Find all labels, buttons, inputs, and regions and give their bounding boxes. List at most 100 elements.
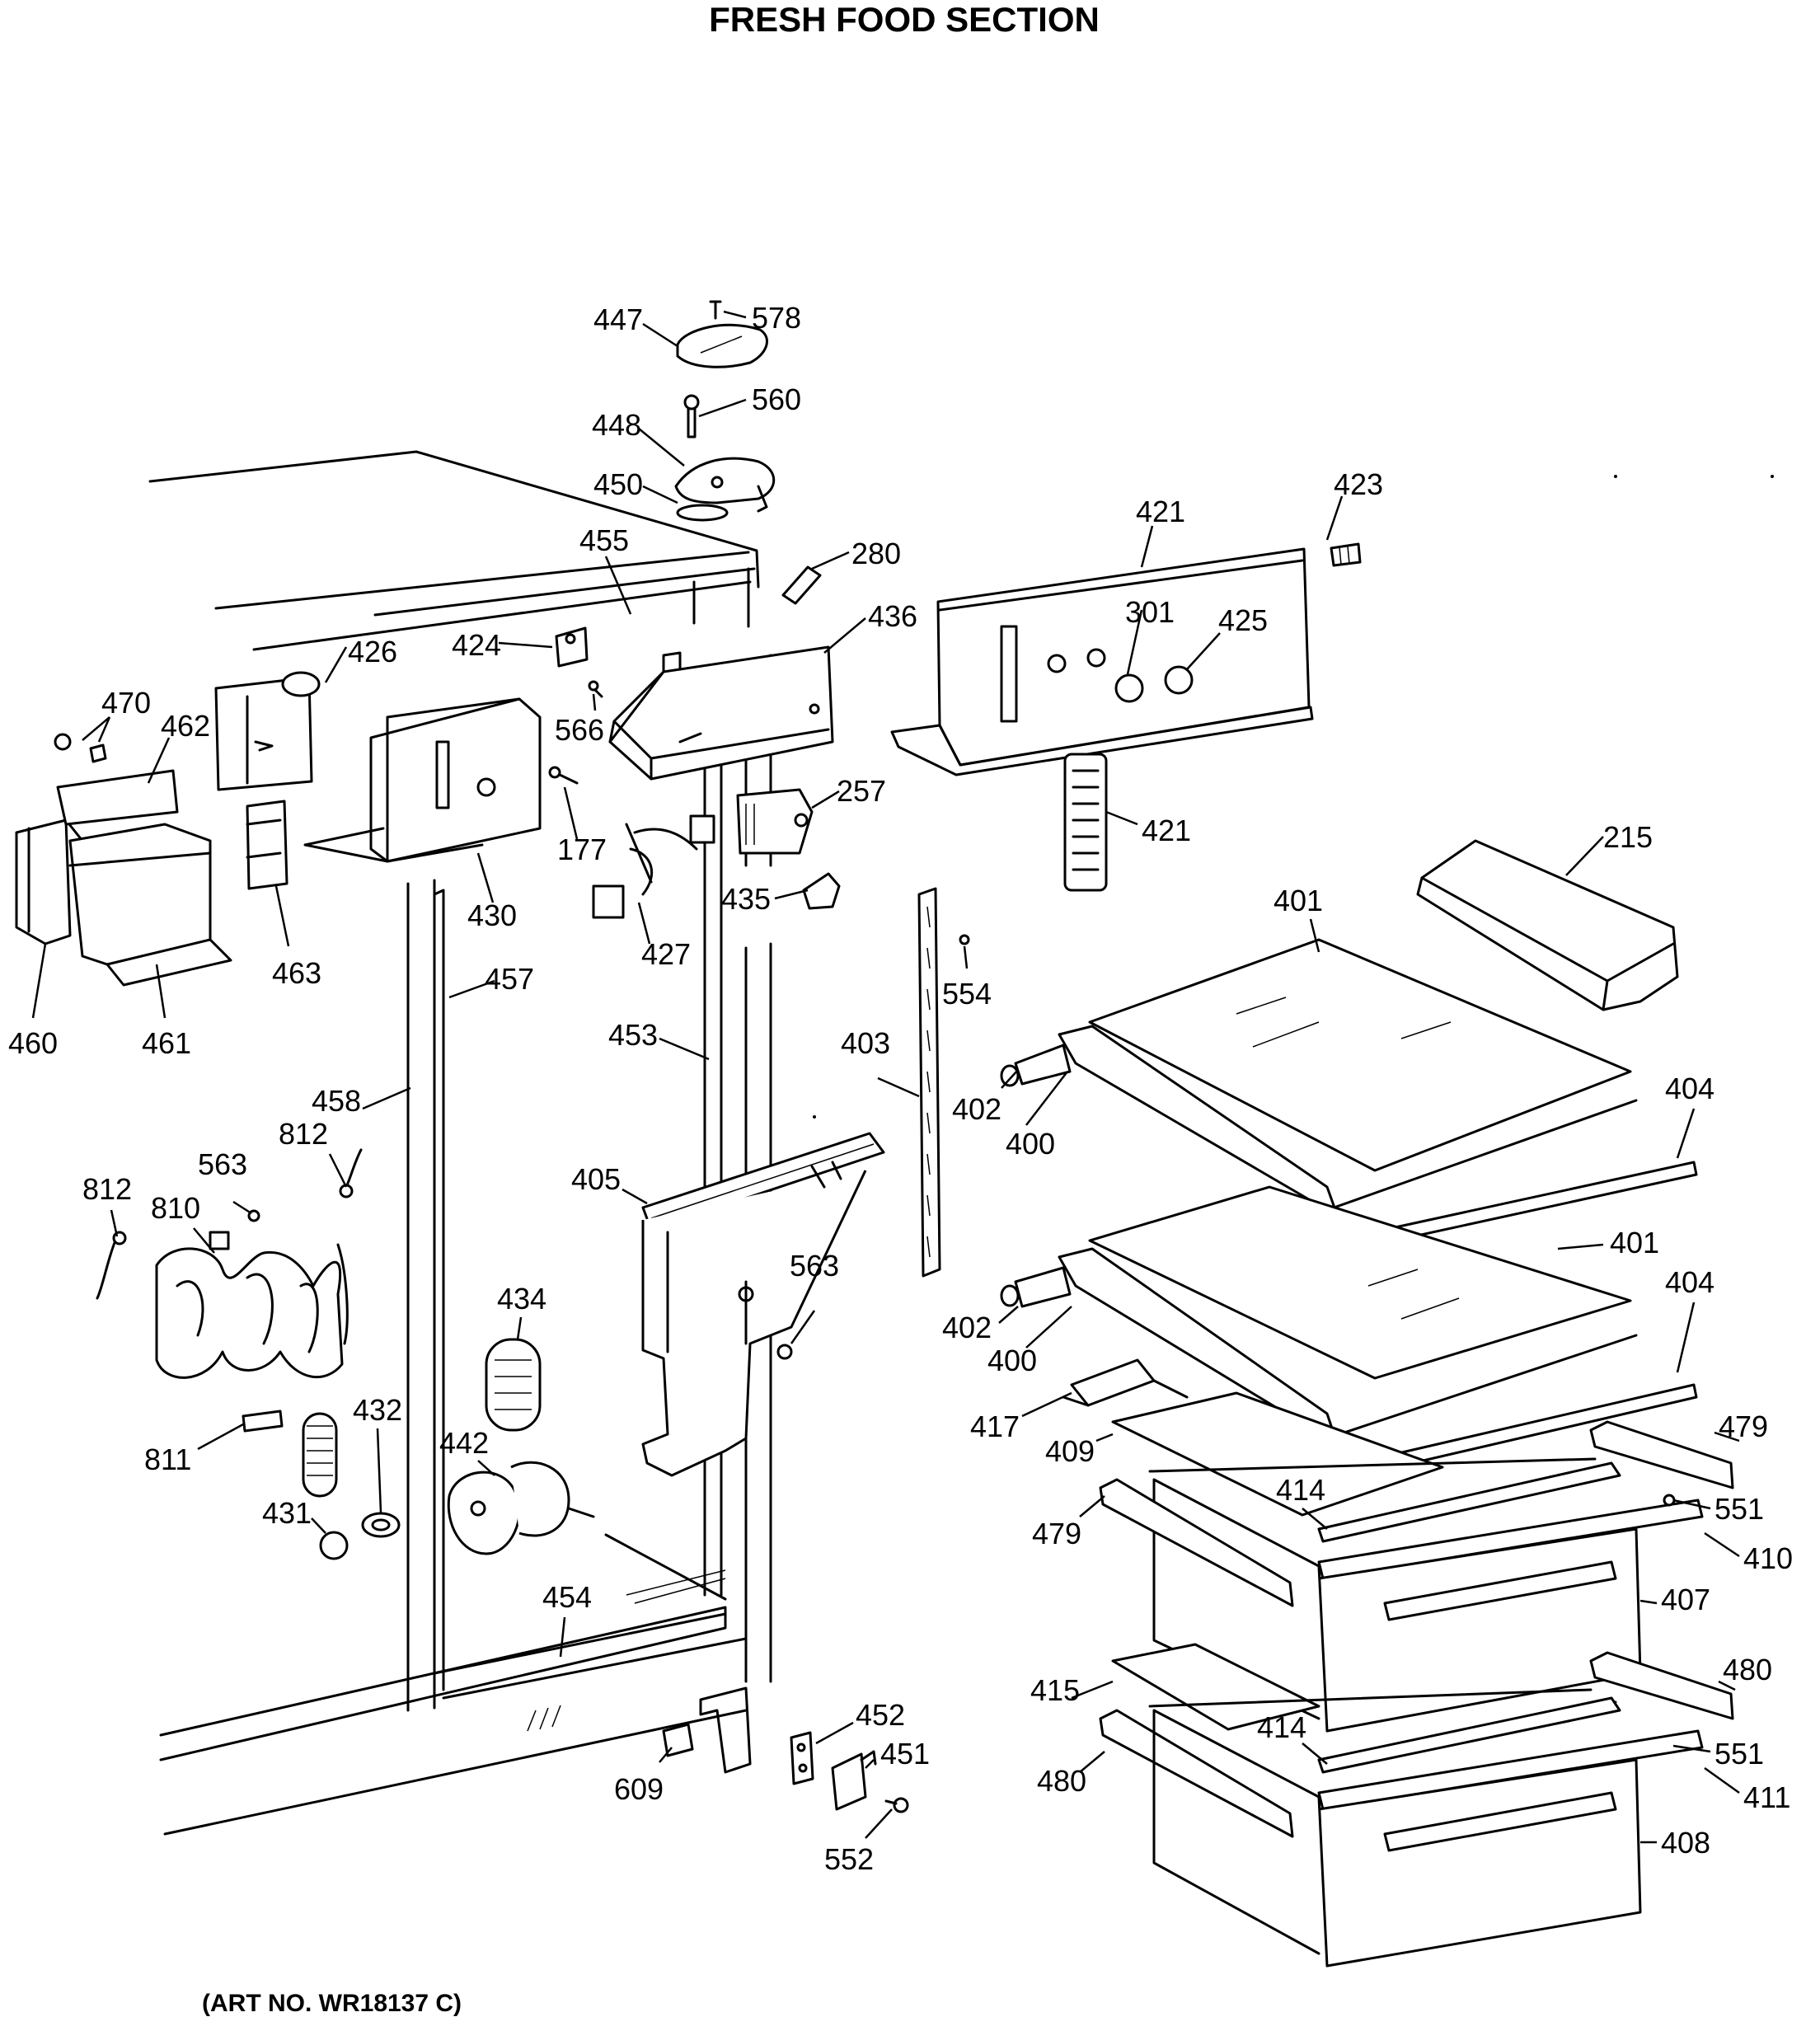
- screw-566: [588, 680, 603, 698]
- callout-812-right: 812: [279, 1117, 328, 1151]
- pan-cover-414-bottom: [1148, 1688, 1621, 1774]
- callout-labels: 447 578 560 448 450 455 280 421 423 424 …: [8, 301, 1793, 1876]
- screw-177: [548, 766, 579, 785]
- scan-dot: [813, 1115, 816, 1119]
- callout-401-top: 401: [1274, 884, 1323, 917]
- callout-401-mid: 401: [1610, 1226, 1659, 1259]
- callout-462: 462: [161, 709, 210, 743]
- shelf-215: [1416, 839, 1679, 1011]
- callout-578: 578: [752, 301, 801, 335]
- air-duct-405: [641, 1132, 885, 1477]
- support-417: [1062, 1358, 1189, 1407]
- timer-257: [736, 788, 814, 855]
- glass-shelf-401-top: [1088, 938, 1632, 1172]
- callout-424: 424: [452, 628, 501, 662]
- callout-432: 432: [353, 1393, 402, 1427]
- callout-408: 408: [1661, 1826, 1710, 1860]
- scan-dot: [1771, 475, 1774, 478]
- shelf-frame-400-top: [1058, 1025, 1638, 1212]
- glass-shelf-401-mid: [1088, 1185, 1632, 1380]
- screw-554: [959, 934, 970, 945]
- diagram-title: FRESH FOOD SECTION: [709, 0, 1100, 39]
- shelf-rail-403: [917, 887, 941, 1278]
- lamp-423: [1330, 542, 1362, 567]
- callout-442: 442: [439, 1426, 489, 1460]
- callout-451: 451: [880, 1737, 930, 1771]
- scan-dot: [1614, 475, 1617, 478]
- callout-566: 566: [555, 713, 604, 747]
- callout-552: 552: [824, 1842, 874, 1876]
- callout-426: 426: [348, 635, 397, 668]
- callout-463: 463: [272, 956, 321, 990]
- glass-409: [1111, 1391, 1444, 1517]
- drawer-slide-480: [1099, 1651, 1734, 1838]
- callout-551-top: 551: [1714, 1492, 1764, 1526]
- light-socket-280: [781, 565, 822, 605]
- callout-402-mid: 402: [942, 1311, 992, 1344]
- control-panel-421: [890, 547, 1314, 776]
- callout-405: 405: [571, 1162, 621, 1196]
- callout-427: 427: [641, 937, 691, 971]
- callout-400-mid: 400: [987, 1344, 1037, 1377]
- callout-414-bottom: 414: [1257, 1710, 1306, 1744]
- callout-404-top: 404: [1665, 1072, 1714, 1105]
- callout-458: 458: [312, 1084, 361, 1118]
- heater-810: [155, 1231, 349, 1379]
- screw-560: [683, 394, 700, 439]
- bracket-463: [246, 800, 288, 890]
- duct-461: [68, 823, 232, 987]
- callout-453: 453: [608, 1018, 658, 1052]
- callout-403: 403: [841, 1026, 890, 1060]
- callout-563-right: 563: [790, 1249, 839, 1283]
- callout-554: 554: [942, 977, 992, 1011]
- hinge-cover-447: [676, 323, 768, 368]
- callout-414-top: 414: [1276, 1473, 1325, 1507]
- relay-435: [802, 872, 841, 910]
- callout-430: 430: [467, 898, 517, 932]
- callout-452: 452: [856, 1698, 905, 1732]
- callout-810: 810: [151, 1191, 200, 1225]
- callout-415: 415: [1030, 1673, 1080, 1707]
- callout-447: 447: [593, 303, 643, 336]
- support-402-mid: [1000, 1266, 1072, 1308]
- callout-609: 609: [614, 1772, 664, 1806]
- callout-404-mid: 404: [1665, 1265, 1714, 1299]
- housing-426: [214, 671, 321, 791]
- fan-motor-442: [447, 1461, 595, 1555]
- callout-435: 435: [721, 882, 771, 916]
- callout-417: 417: [970, 1410, 1020, 1443]
- callout-410: 410: [1743, 1541, 1793, 1575]
- callout-431: 431: [262, 1496, 312, 1530]
- callout-301: 301: [1125, 595, 1175, 629]
- callout-480-left: 480: [1037, 1764, 1086, 1798]
- duct-460: [15, 818, 84, 945]
- control-housing-436: [608, 645, 834, 781]
- thermostat-424: [555, 626, 589, 668]
- cover-frame-410: [1317, 1499, 1704, 1580]
- screw-563: [247, 1209, 793, 1360]
- callout-563-left: 563: [198, 1147, 247, 1181]
- callout-280: 280: [851, 537, 901, 570]
- callout-560: 560: [752, 382, 801, 416]
- callout-470: 470: [101, 686, 151, 720]
- callout-434: 434: [497, 1282, 546, 1316]
- callout-811: 811: [144, 1442, 191, 1476]
- crisper-drawer-408: [1152, 1709, 1642, 1968]
- knob-425: [1164, 665, 1194, 695]
- bracket-462: [56, 769, 179, 826]
- callout-812-left: 812: [82, 1172, 132, 1206]
- drawer-slide-479: [1099, 1420, 1734, 1607]
- callout-400-top: 400: [1006, 1127, 1055, 1161]
- callout-479-left: 479: [1032, 1517, 1081, 1550]
- cover-430: [303, 697, 542, 863]
- callout-407: 407: [1661, 1583, 1710, 1616]
- callout-450: 450: [593, 467, 643, 501]
- knob-301: [1114, 673, 1144, 703]
- callout-421-louver: 421: [1142, 814, 1191, 847]
- gasket-431: [302, 1412, 349, 1560]
- drain-tube-812: [96, 1148, 363, 1300]
- screw-470: [54, 733, 107, 763]
- callout-461: 461: [142, 1026, 191, 1060]
- callout-460: 460: [8, 1026, 58, 1060]
